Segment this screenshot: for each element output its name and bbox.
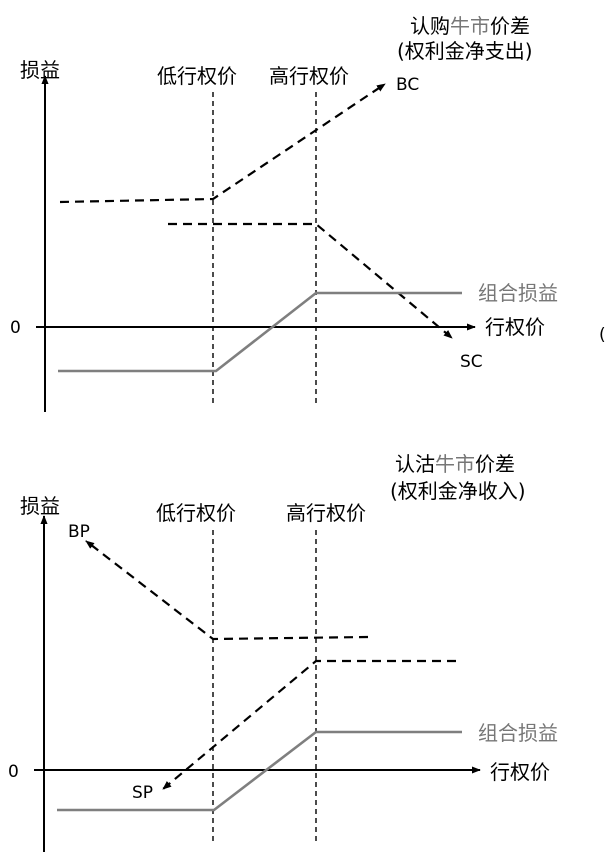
put-bull-spread-diagram: 认沽牛市价差 (权利金净收入) 损益 行权价 0 低行权价 高行权价 BP SP… xyxy=(8,452,558,852)
low-strike-label: 低行权价 xyxy=(156,501,236,525)
buy-put-label: BP xyxy=(68,522,90,542)
diagram-title: 认购牛市价差 xyxy=(410,14,530,38)
combined-pl-label: 组合损益 xyxy=(478,721,558,745)
low-strike-label: 低行权价 xyxy=(157,64,237,88)
combined-pl-line xyxy=(57,730,462,812)
sell-put-label: SP xyxy=(132,783,153,803)
buy-put-line xyxy=(85,540,369,641)
high-strike-label: 高行权价 xyxy=(269,64,349,88)
sell-call-line xyxy=(168,222,453,339)
zero-label: 0 xyxy=(10,318,21,338)
y-axis-label: 损益 xyxy=(20,58,60,82)
call-bull-spread-diagram: 认购牛市价差 (权利金净支出) 损益 行权价 0 低行权价 高行权价 BC SC… xyxy=(10,14,558,412)
buy-call-line xyxy=(59,83,386,204)
x-axis-label: 行权价 xyxy=(490,760,550,784)
buy-call-label: BC xyxy=(396,75,419,95)
sell-put-line xyxy=(162,659,456,790)
combined-pl-line xyxy=(58,291,462,373)
y-axis-label: 损益 xyxy=(20,494,60,518)
sell-call-label: SC xyxy=(460,352,483,372)
combined-pl-label: 组合损益 xyxy=(478,281,558,305)
x-axis-label: 行权价 xyxy=(485,315,545,339)
diagram-subtitle: (权利金净支出) xyxy=(397,39,533,63)
diagram-title: 认沽牛市价差 xyxy=(395,452,515,476)
high-strike-label: 高行权价 xyxy=(286,501,366,525)
zero-label: 0 xyxy=(8,762,19,782)
edge-glyph: ( xyxy=(599,325,605,345)
diagram-subtitle: (权利金净收入) xyxy=(390,479,526,503)
